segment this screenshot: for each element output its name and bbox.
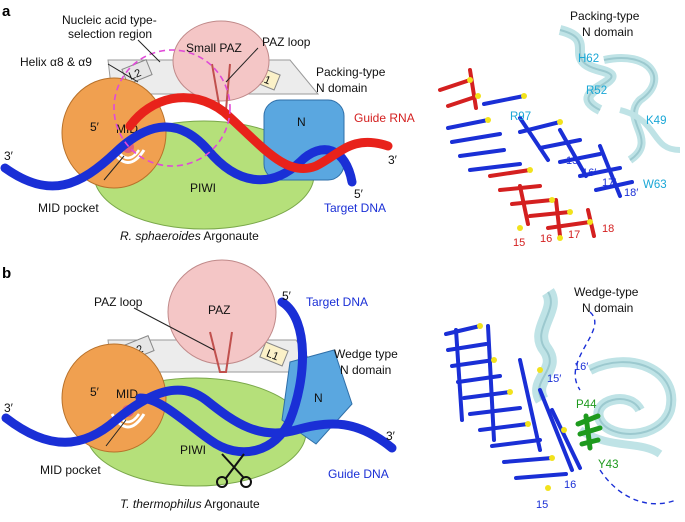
small-paz-label-a: Small PAZ: [186, 41, 242, 55]
species-name-b: T. thermophilus: [120, 497, 202, 511]
three-prime-left-a: 3′: [4, 149, 14, 163]
dashed-backbone-top-b: [574, 311, 596, 391]
guide-dna-label-b: Guide DNA: [328, 467, 389, 481]
protein-ribbon-a: [558, 25, 681, 164]
nt-15p-b: 15′: [547, 373, 561, 385]
target-dna-label-b: Target DNA: [306, 295, 368, 309]
packing-line1-a: Packing-type: [316, 65, 386, 79]
dna-sticks-b: [444, 324, 582, 480]
panel-b-schematic: b L2 L1 PIWI MID 5′ PAZ N: [1, 259, 398, 511]
mid-pocket-leader-b: [105, 419, 127, 447]
guide-rna-label-a: Guide RNA: [354, 111, 415, 125]
paz-label-b: PAZ: [208, 303, 230, 317]
res-p44-b: P44: [576, 399, 597, 411]
nucleic-sticks-a: [438, 68, 634, 238]
selection-region-circle-a: [113, 49, 231, 167]
mid-five-prime-a: 5′: [90, 120, 100, 134]
paz-loop-leader-a: [225, 47, 259, 83]
species-caption-b: T. thermophilus Argonaute: [120, 497, 260, 511]
nt-16-a: 16: [540, 233, 552, 245]
paz-domain-b: [167, 259, 277, 365]
panel-a-label: a: [2, 3, 11, 20]
n-label-b: N: [314, 391, 323, 405]
wedge-line1-b: Wedge type: [334, 347, 398, 361]
small-paz-domain-a: [172, 20, 270, 102]
n-label-a: N: [297, 115, 306, 129]
mid-domain-b: [61, 343, 167, 453]
nt-17-a: 17: [568, 229, 580, 241]
target-dna-label-a: Target DNA: [324, 201, 386, 215]
struct-title1-a: Packing-type: [570, 9, 640, 23]
struct-title2-b: N domain: [582, 301, 633, 315]
paz-loop-label-b: PAZ loop: [94, 295, 143, 309]
l2-label-a: L2: [127, 67, 143, 83]
nt-15-b: 15: [536, 499, 548, 511]
struct-title2-a: N domain: [582, 25, 633, 39]
panel-a-structure: Packing-type N domain: [438, 9, 681, 249]
mid-label-b: MID: [116, 387, 138, 401]
nucleic-leader-a: [137, 39, 161, 63]
helix-leader-a: [107, 63, 139, 83]
scissors-icon: [216, 453, 252, 488]
res-w63-a: W63: [643, 179, 667, 191]
panel-a-schematic: a L2 L1 PIWI MID 5′ Small PAZ N: [0, 3, 415, 243]
nucleic-line2-a: selection region: [68, 27, 152, 41]
nt-16p-a: 16′: [582, 167, 596, 179]
guide-rna-strand-a: [125, 93, 393, 174]
mid-pocket-label-b: MID pocket: [40, 463, 101, 477]
nt-18p-a: 18′: [624, 187, 638, 199]
wedge-residue-sticks-b: [575, 413, 603, 451]
species-caption-a: R. sphaeroides Argonaute: [120, 229, 259, 243]
mid-five-prime-b: 5′: [90, 385, 100, 399]
paz-loop-label-a: PAZ loop: [262, 35, 311, 49]
target-dna-strand-a: [0, 122, 357, 191]
paz-loop-shape-b: [209, 331, 233, 373]
res-h62-a: H62: [578, 53, 599, 65]
phosphates-a: [467, 77, 593, 241]
mid-pocket-leader-a: [103, 155, 125, 181]
wedge-line2-b: N domain: [340, 363, 391, 377]
species-suffix-b: Argonaute: [202, 497, 260, 511]
piwi-label-b: PIWI: [180, 443, 206, 457]
five-prime-top-b: 5′: [282, 289, 292, 303]
nt-15p-a: 15′: [566, 155, 580, 167]
panel-b-structure: Wedge-type N domain: [444, 285, 677, 511]
phosphates-b: [477, 323, 567, 491]
target-dna-strand-b: [135, 297, 307, 457]
res-r52-a: R52: [586, 85, 607, 97]
res-k49-a: K49: [646, 115, 666, 127]
struct-title1-b: Wedge-type: [574, 285, 639, 299]
guide-dna-strand-b: [1, 385, 397, 453]
nt-17p-a: 17′: [602, 177, 616, 189]
nt-18-a: 18: [602, 223, 614, 235]
l1-box-b: [259, 341, 289, 367]
nt-16p-b: 16′: [574, 361, 588, 373]
five-prime-dna-a: 5′: [354, 187, 364, 201]
three-prime-right-b: 3′: [386, 429, 396, 443]
l1-label-b: L1: [265, 348, 281, 364]
nt-15-a: 15: [513, 237, 525, 249]
species-name-a: R. sphaeroides: [120, 229, 201, 243]
panel-b-label: b: [2, 265, 11, 282]
packing-line2-a: N domain: [316, 81, 367, 95]
paz-loop-leader-b: [133, 307, 215, 351]
mid-pocket-label-a: MID pocket: [38, 201, 99, 215]
nucleic-line1-a: Nucleic acid type-: [62, 13, 157, 27]
rna-sticks-a: [438, 68, 596, 238]
species-suffix-a: Argonaute: [201, 229, 259, 243]
dna-sticks-a: [446, 94, 634, 198]
helix-label-a: Helix α8 & α9: [20, 55, 92, 69]
three-prime-right-a: 3′: [388, 153, 398, 167]
dashed-backbone-bottom-b: [599, 469, 677, 505]
piwi-label-a: PIWI: [190, 181, 216, 195]
protein-ribbon-b: [532, 288, 677, 458]
nt-16-b: 16: [564, 479, 576, 491]
mid-domain-a: [61, 77, 167, 189]
res-r97-a: R97: [510, 111, 531, 123]
three-prime-left-b: 3′: [4, 401, 14, 415]
res-y43-b: Y43: [598, 459, 618, 471]
